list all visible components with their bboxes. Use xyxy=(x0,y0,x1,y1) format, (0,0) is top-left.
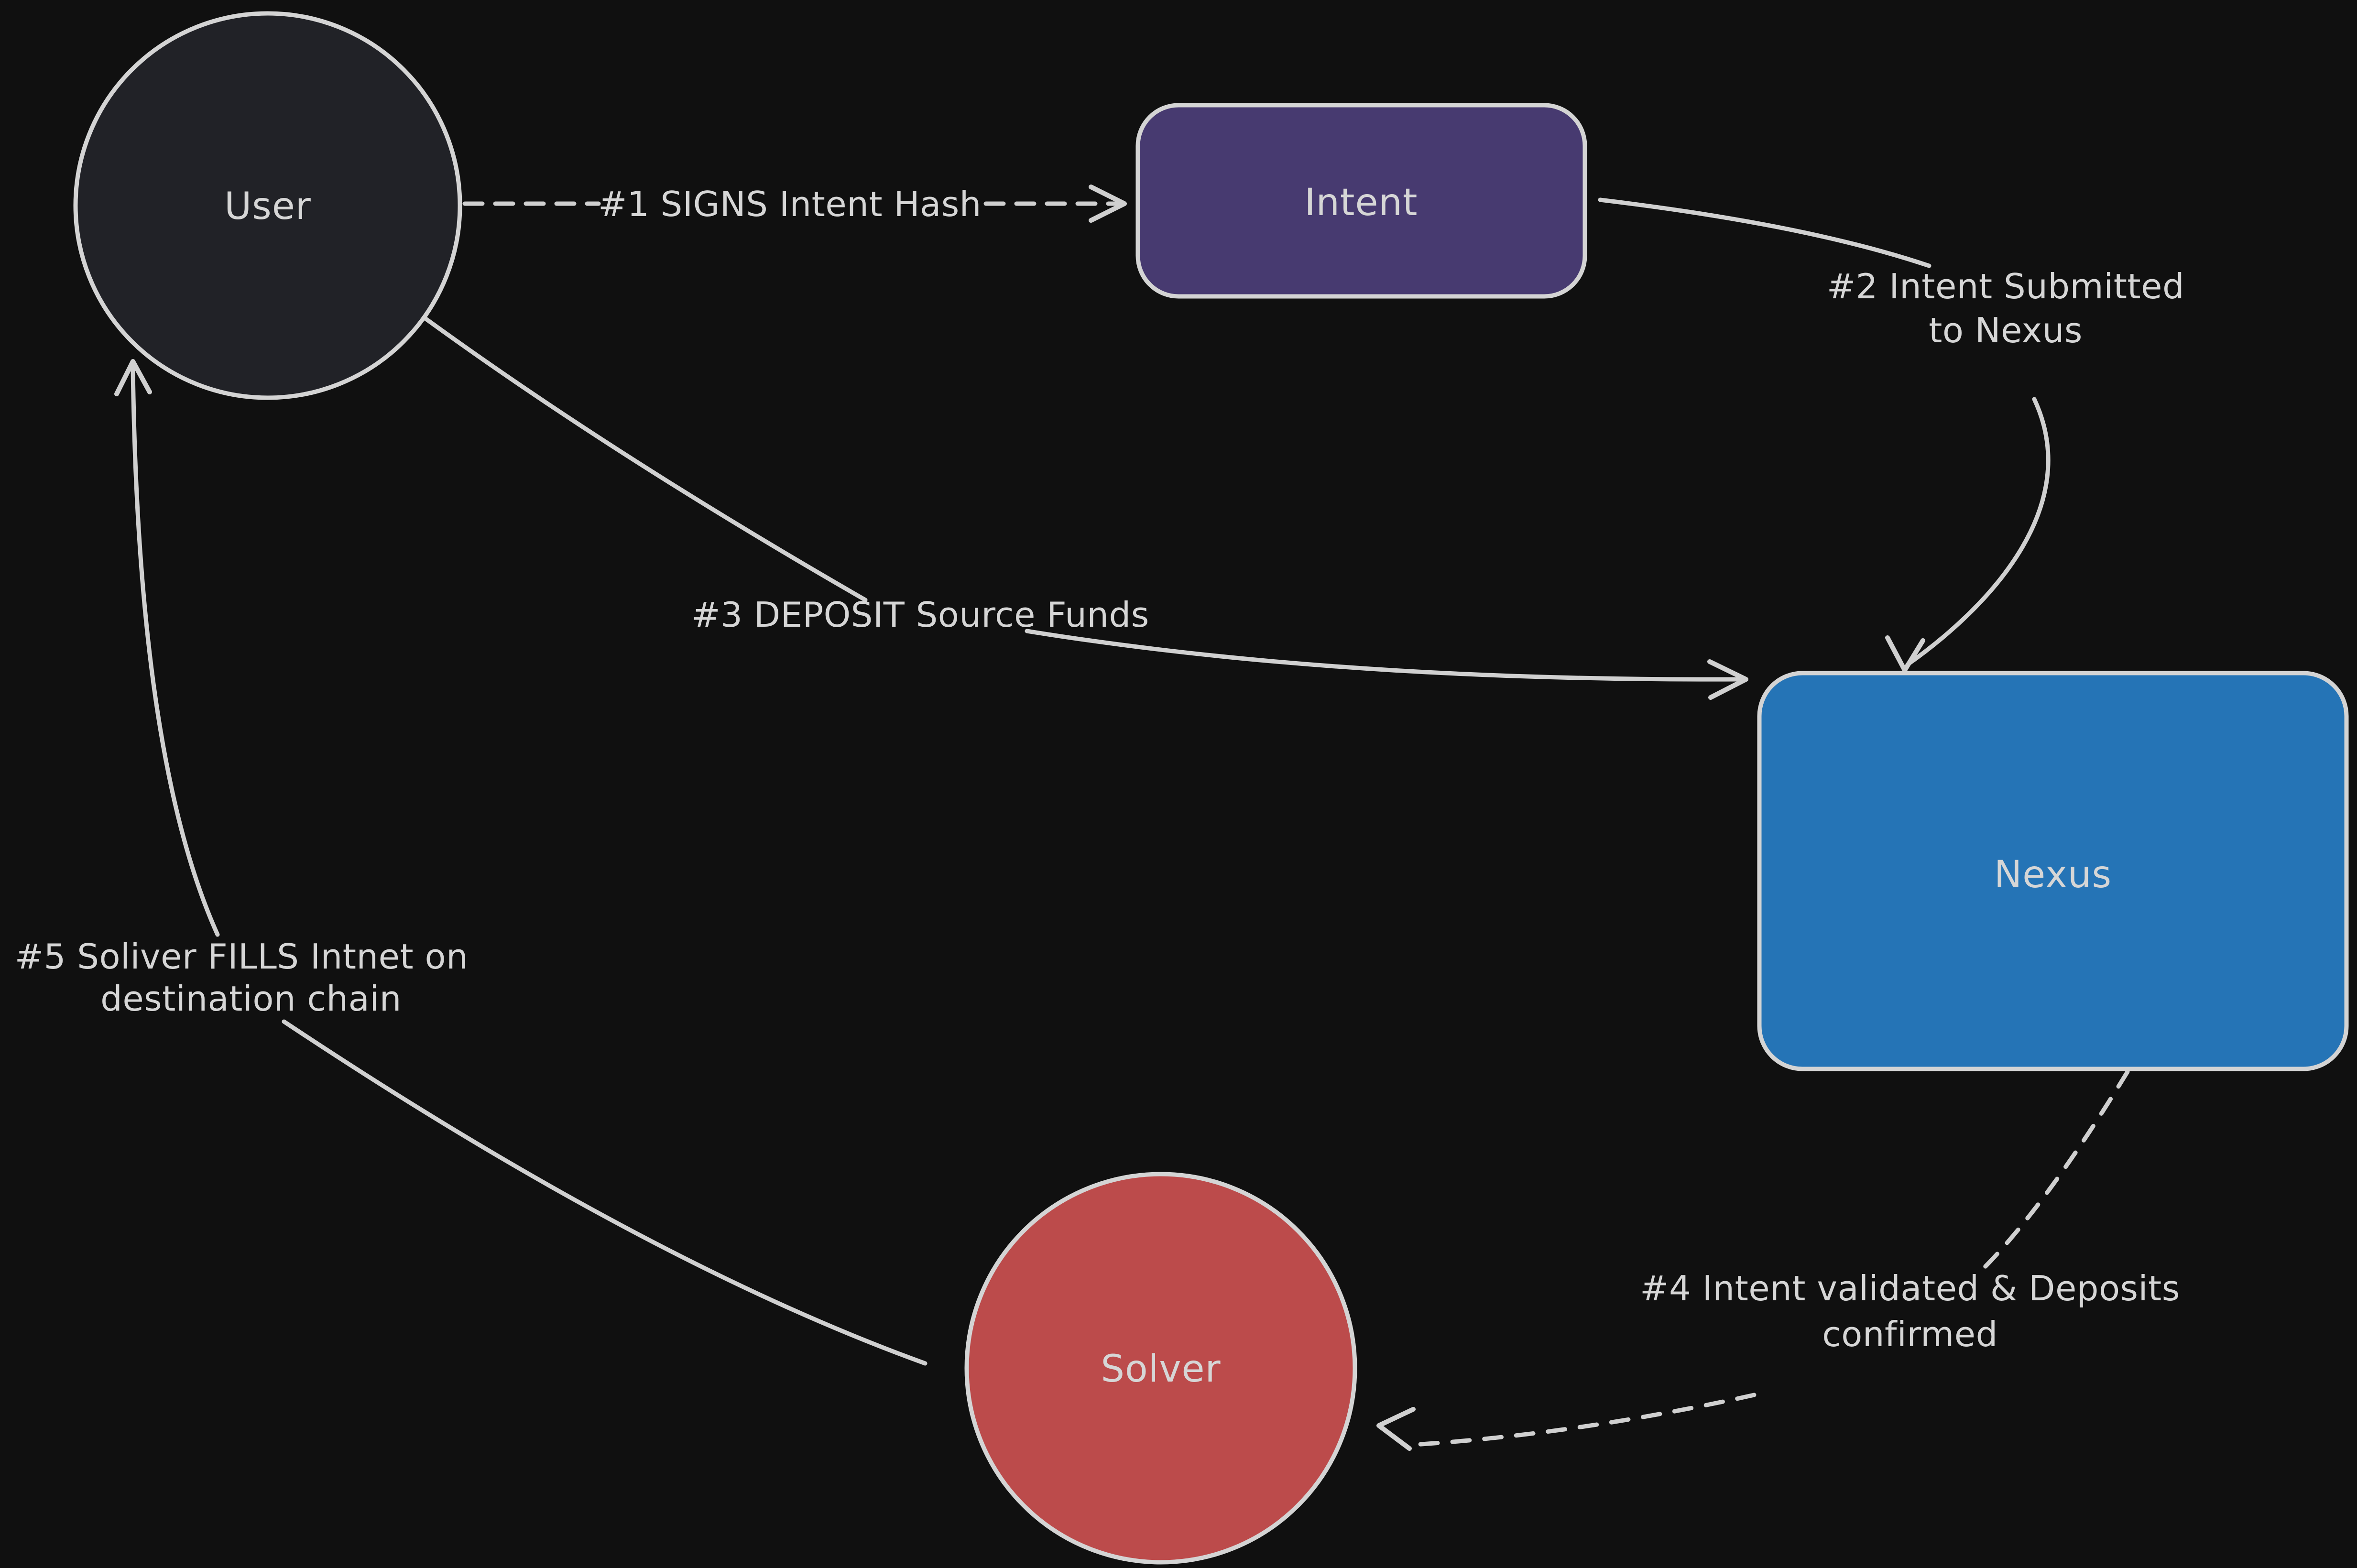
node-nexus[interactable]: Nexus xyxy=(1757,671,2349,1071)
node-nexus-shape[interactable] xyxy=(1757,671,2349,1071)
node-user-label: User xyxy=(224,185,311,228)
edge-deposit-source-funds[interactable]: #3 DEPOSIT Source Funds xyxy=(422,316,1748,700)
edge-5-segment-a[interactable] xyxy=(282,1019,928,1366)
node-user-shape[interactable] xyxy=(73,11,462,400)
edge-1-arrowhead xyxy=(1089,185,1127,223)
edge-1-label: #1 SIGNS Intent Hash xyxy=(598,184,982,224)
edges-layer: #1 SIGNS Intent Hash #2 Intent Submitted… xyxy=(15,184,2184,1451)
edge-3-segment-b[interactable] xyxy=(1025,629,1742,682)
edge-3-segment-a[interactable] xyxy=(422,316,868,602)
edge-5-segment-b[interactable] xyxy=(131,366,220,937)
edge-4-label-line2: confirmed xyxy=(1822,1314,1998,1354)
edge-2-arrowhead xyxy=(1885,635,1925,673)
edge-solver-fills[interactable]: #5 Soliver FILLS Intnet on destination c… xyxy=(15,359,928,1366)
node-intent-shape[interactable] xyxy=(1135,103,1587,299)
edge-4-segment-b[interactable] xyxy=(1412,1393,1757,1447)
edge-4-label-line1: #4 Intent validated & Deposits xyxy=(1640,1268,2180,1308)
edge-5-label-line2: destination chain xyxy=(100,979,402,1019)
edge-intent-validated[interactable]: #4 Intent validated & Deposits confirmed xyxy=(1376,1069,2180,1451)
node-solver[interactable]: Solver xyxy=(964,1172,1357,1565)
node-intent[interactable]: Intent xyxy=(1135,103,1587,299)
node-intent-label: Intent xyxy=(1304,181,1418,224)
edge-2-label-line2: to Nexus xyxy=(1929,310,2083,350)
edge-4-segment-a[interactable] xyxy=(1982,1069,2130,1270)
node-user[interactable]: User xyxy=(73,11,462,400)
node-solver-label: Solver xyxy=(1101,1348,1221,1391)
edge-4-arrowhead xyxy=(1376,1407,1416,1451)
node-nexus-label: Nexus xyxy=(1994,853,2112,896)
edge-5-arrowhead xyxy=(114,359,152,396)
edge-3-arrowhead xyxy=(1707,659,1748,700)
nodes-layer: User Intent Nexus Solver xyxy=(73,11,2349,1565)
edge-2-label-line1: #2 Intent Submitted xyxy=(1827,266,2184,306)
edge-intent-submitted[interactable]: #2 Intent Submitted to Nexus xyxy=(1598,197,2184,673)
edge-3-label: #3 DEPOSIT Source Funds xyxy=(691,595,1149,635)
node-solver-shape[interactable] xyxy=(964,1172,1357,1565)
edge-signs-intent-hash[interactable]: #1 SIGNS Intent Hash xyxy=(462,184,1127,224)
edge-2-segment-b[interactable] xyxy=(1905,397,2051,667)
edge-2-segment-a[interactable] xyxy=(1598,197,1931,268)
edge-5-label-line1: #5 Soliver FILLS Intnet on xyxy=(15,936,468,977)
